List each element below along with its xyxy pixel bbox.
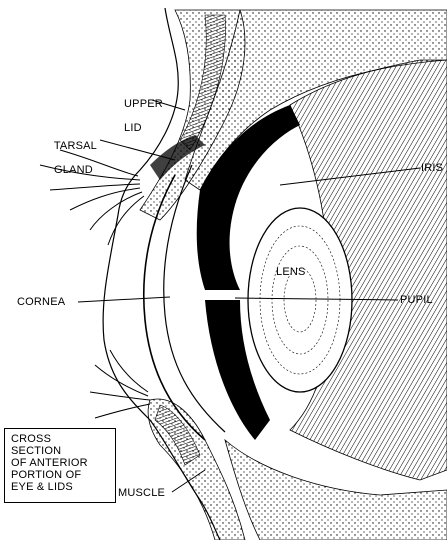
- label-lens: LENS: [276, 266, 306, 278]
- label-iris: IRIS: [421, 162, 443, 174]
- caption-line-2: SECTION: [11, 445, 115, 457]
- label-muscle: MUSCLE: [118, 487, 165, 499]
- label-tarsal-gland-line1: TARSAL: [54, 140, 97, 152]
- leader-cornea: [78, 297, 170, 302]
- caption-line-3: OF ANTERIOR: [11, 457, 115, 469]
- label-cornea: CORNEA: [17, 296, 65, 308]
- label-upper-lid-line1: UPPER: [124, 98, 163, 110]
- label-tarsal-gland-line2: GLAND: [54, 164, 93, 176]
- caption-line-4: PORTION OF: [11, 469, 115, 481]
- caption-box: CROSS SECTION OF ANTERIOR PORTION OF EYE…: [4, 428, 116, 503]
- label-upper-lid: UPPER LID: [111, 86, 163, 146]
- caption-line-1: CROSS: [11, 433, 115, 445]
- label-tarsal-gland: TARSAL GLAND: [41, 128, 97, 188]
- label-upper-lid-line2: LID: [124, 122, 142, 134]
- label-pupil: PUPIL: [400, 294, 433, 306]
- caption-line-5: EYE & LIDS: [11, 481, 115, 493]
- lens-shape: [248, 208, 352, 392]
